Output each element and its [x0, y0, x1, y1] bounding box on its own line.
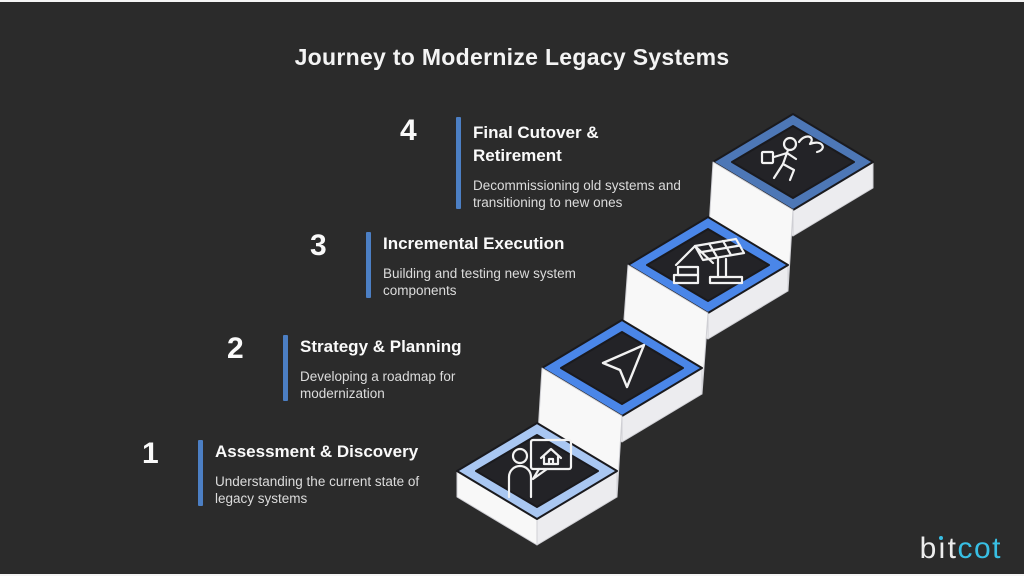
step-number: 3 — [310, 229, 327, 262]
logo-i-with-accent-dot: ı — [937, 532, 948, 565]
bitcot-logo: bıtcot — [919, 532, 1002, 565]
step-accent-bar — [283, 335, 288, 401]
step2-tile-inner — [560, 331, 684, 405]
step-title: Assessment & Discovery — [215, 442, 419, 461]
step-accent-bar — [456, 117, 461, 209]
step4-tile-inner — [731, 125, 855, 199]
step-description: Building and testing new system componen… — [383, 266, 576, 298]
step-accent-bar — [198, 440, 203, 506]
navigation-arrow-icon — [601, 343, 646, 389]
step-number: 2 — [227, 332, 244, 365]
person-presentation-icon — [507, 438, 573, 499]
step-description: Understanding the current state of legac… — [215, 474, 420, 506]
step-title: Final Cutover & Retirement — [473, 123, 599, 165]
step-title: Strategy & Planning — [300, 337, 462, 356]
relocating-person-icon — [760, 135, 824, 182]
page-title: Journey to Modernize Legacy Systems — [294, 44, 730, 70]
top-border-line — [0, 0, 1024, 2]
step-title: Incremental Execution — [383, 234, 565, 253]
bottom-border-line — [0, 574, 1024, 576]
construction-building-icon — [672, 237, 746, 285]
step-number: 4 — [400, 114, 417, 147]
step-description: Developing a roadmap for modernization — [300, 369, 456, 401]
step-number: 1 — [142, 437, 159, 470]
step-accent-bar — [366, 232, 371, 298]
step-description: Decommissioning old systems and transiti… — [473, 178, 681, 210]
stair-step-1 — [456, 422, 618, 546]
